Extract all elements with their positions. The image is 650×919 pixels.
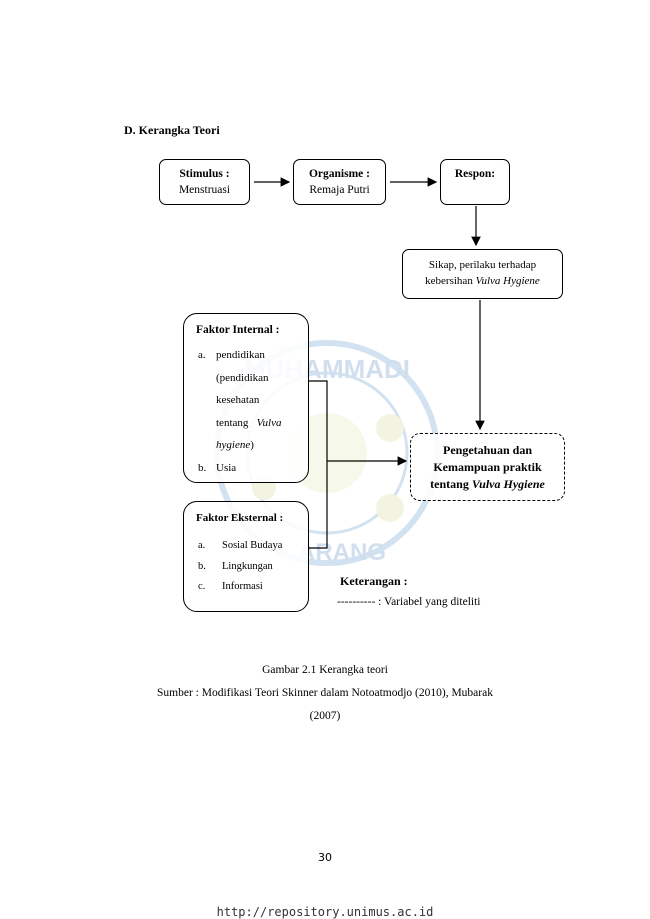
- external-item-text: Informasi: [222, 581, 263, 592]
- internal-item-a-line1: pendidikan: [216, 349, 265, 361]
- organisme-box: Organisme : Remaja Putri: [293, 159, 386, 205]
- sikap-line2-italic: Vulva Hygiene: [475, 275, 540, 287]
- external-item-label: a.: [198, 540, 206, 551]
- external-title: Faktor Eksternal :: [196, 512, 284, 524]
- sikap-box: Sikap, perilaku terhadap kebersihan Vulv…: [402, 249, 563, 299]
- figure-source: Sumber : Modifikasi Teori Skinner dalam …: [157, 687, 493, 699]
- figure-caption: Gambar 2.1 Kerangka teori: [262, 664, 388, 676]
- internal-item-b: b. Usia: [196, 457, 300, 480]
- external-item-label: b.: [198, 560, 206, 572]
- internal-item-a-line5-italic: hygiene: [216, 439, 251, 451]
- page-number: 30: [318, 851, 332, 864]
- svg-text:ARANG: ARANG: [298, 539, 386, 566]
- internal-title: Faktor Internal :: [196, 324, 280, 336]
- internal-item-a-cont2: kesehatan: [196, 389, 300, 412]
- organisme-text: Remaja Putri: [309, 184, 370, 196]
- section-heading: D. Kerangka Teori: [124, 123, 220, 137]
- internal-item-b-text: Usia: [216, 461, 237, 474]
- internal-item-a-cont3: tentang Vulva: [196, 412, 300, 435]
- sikap-line2: kebersihan: [425, 275, 476, 287]
- external-item-text: Lingkungan: [222, 560, 273, 572]
- internal-item-a-line2: (pendidikan: [216, 371, 269, 384]
- internal-item-a-cont1: (pendidikan: [196, 367, 300, 390]
- internal-item-a-line5: ): [250, 439, 254, 451]
- target-line2: Kemampuan praktik: [433, 460, 542, 474]
- external-factors-box: Faktor Eksternal : a. Sosial Budaya b. L…: [183, 501, 309, 612]
- internal-item-a-cont4: hygiene): [196, 434, 300, 457]
- legend-text: ---------- : Variabel yang diteliti: [337, 596, 481, 608]
- internal-item-a-line4-italic: Vulva: [256, 416, 282, 429]
- internal-item-b-label: b.: [198, 461, 207, 474]
- respon-title: Respon:: [454, 168, 496, 180]
- internal-item-a-label: a.: [198, 349, 206, 361]
- target-line3: tentang: [430, 477, 472, 491]
- external-item: a. Sosial Budaya: [196, 536, 300, 557]
- target-variable-box: Pengetahuan dan Kemampuan praktik tentan…: [410, 433, 565, 501]
- respon-box: Respon:: [440, 159, 510, 205]
- external-item: c. Informasi: [196, 577, 300, 598]
- stimulus-box: Stimulus : Menstruasi: [159, 159, 250, 205]
- stimulus-text: Menstruasi: [178, 184, 231, 196]
- organisme-title: Organisme :: [308, 168, 370, 180]
- footer-url: http://repository.unimus.ac.id: [216, 905, 434, 919]
- external-item: b. Lingkungan: [196, 557, 300, 578]
- external-item-text: Sosial Budaya: [222, 540, 283, 551]
- internal-item-a: a. pendidikan: [196, 344, 300, 367]
- stimulus-title: Stimulus :: [179, 168, 230, 180]
- target-line1: Pengetahuan dan: [442, 443, 533, 457]
- internal-item-a-line3: kesehatan: [216, 394, 260, 406]
- target-line3-italic: Vulva Hygiene: [471, 477, 545, 491]
- sikap-line1: Sikap, perilaku terhadap: [428, 259, 537, 271]
- external-item-label: c.: [198, 581, 206, 592]
- figure-source-year: (2007): [309, 710, 341, 722]
- bracket-factors: [309, 380, 328, 549]
- internal-item-a-line4: tentang: [216, 416, 249, 429]
- internal-factors-box: Faktor Internal : a. pendidikan (pendidi…: [183, 313, 309, 483]
- legend-title: Keterangan :: [340, 574, 408, 588]
